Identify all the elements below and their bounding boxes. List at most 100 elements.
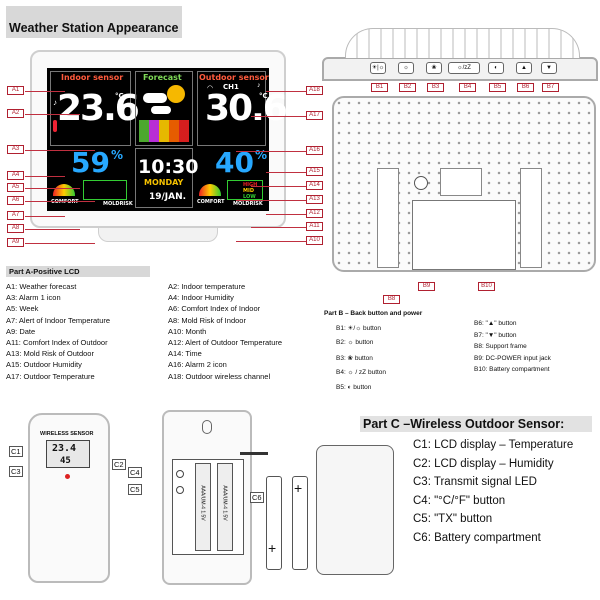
battery-label-2: AAA/UM-4 1.5V xyxy=(221,485,228,521)
date-display: 19/JAN. xyxy=(149,192,187,202)
battery-label-1: AAA/UM-4 1.5V xyxy=(199,485,206,521)
callout-a2: A2 xyxy=(7,109,24,118)
callout-line xyxy=(25,150,95,151)
part-a-heading: Part A-Positive LCD xyxy=(6,266,150,277)
loose-battery-2 xyxy=(292,476,308,570)
callout-a9: A9 xyxy=(7,238,24,247)
top-button-b6[interactable]: ▲ xyxy=(516,62,532,74)
callout-c3: C3 xyxy=(9,466,23,477)
part-a-item: A4: Indoor Humidity xyxy=(168,293,234,303)
indoor-comfort-gauge xyxy=(53,184,75,196)
stand-tab xyxy=(440,168,482,196)
callout-a4: A4 xyxy=(7,171,24,180)
sensor-label: WIRELESS SENSOR xyxy=(40,431,94,437)
part-a-item: A17: Outdoor Temperature xyxy=(6,371,95,381)
part-b-item: B8: Support frame xyxy=(474,343,527,350)
outdoor-comfort-label: COMFORT xyxy=(197,199,225,205)
callout-line xyxy=(25,201,95,202)
callout-b7: B7 xyxy=(542,83,559,92)
part-a-item: A11: Comfort Index of Outdoor xyxy=(6,338,108,348)
battery-cell-1 xyxy=(195,463,211,551)
callout-c1: C1 xyxy=(9,446,23,457)
callout-a13: A13 xyxy=(306,195,323,204)
callout-line xyxy=(266,214,306,215)
insert-arrow-icon xyxy=(240,452,268,455)
indoor-panel xyxy=(50,71,131,146)
part-b-item: B7: "▼" button xyxy=(474,331,517,339)
callout-a15: A15 xyxy=(306,167,323,176)
callout-a7: A7 xyxy=(7,211,24,220)
part-b-item: B10: Battery compartment xyxy=(474,366,550,373)
callout-a14: A14 xyxy=(306,181,323,190)
top-button-b3[interactable]: ❀ xyxy=(426,62,442,74)
part-a-item: A5: Week xyxy=(6,304,39,314)
callout-a8: A8 xyxy=(7,224,24,233)
callout-b10: B10 xyxy=(478,282,495,291)
outdoor-mold-box xyxy=(227,180,263,200)
part-a-item: A18: Outdoor wireless channel xyxy=(168,371,271,381)
top-button-b4[interactable]: ☼/zZ xyxy=(448,62,480,74)
callout-b9: B9 xyxy=(418,282,435,291)
indoor-humidity-unit: % xyxy=(111,148,124,162)
callout-line xyxy=(266,91,306,92)
indoor-temperature: 23.6 xyxy=(57,88,140,129)
callout-line xyxy=(25,229,80,230)
support-frame-left xyxy=(377,168,399,268)
part-c-item: C6: Battery compartment xyxy=(413,531,541,544)
callout-line xyxy=(25,243,95,244)
callout-a17: A17 xyxy=(306,111,323,120)
battery-cell-2 xyxy=(217,463,233,551)
top-button-b5[interactable]: ◐ xyxy=(488,62,504,74)
battery-cover xyxy=(316,445,394,575)
callout-a18: A18 xyxy=(306,86,323,95)
callout-line xyxy=(25,216,65,217)
part-a-item: A9: Date xyxy=(6,326,36,336)
top-button-b1[interactable]: ☀|☼ xyxy=(370,62,386,74)
device-top-shell xyxy=(345,28,580,58)
unit-button xyxy=(176,470,184,478)
part-a-item: A3: Alarm 1 icon xyxy=(6,293,61,303)
callout-b1: B1 xyxy=(371,83,388,92)
part-c-item: C1: LCD display – Temperature xyxy=(413,439,574,451)
weekday-display: MONDAY xyxy=(144,178,184,187)
outdoor-comfort-gauge xyxy=(199,184,221,196)
callout-line xyxy=(25,176,65,177)
top-button-b2[interactable]: ☼ xyxy=(398,62,414,74)
callout-c5: C5 xyxy=(128,484,142,495)
indoor-comfort-label: COMFORT xyxy=(51,199,79,205)
outdoor-sensor-label: Outdoor sensor xyxy=(199,73,269,82)
callout-b2: B2 xyxy=(399,83,416,92)
part-a-item: A14: Time xyxy=(168,349,202,359)
battery-plus-icon-1: + xyxy=(268,540,277,556)
part-b-item: B4: ☼ / zZ button xyxy=(336,369,387,376)
indoor-sensor-label: Indoor sensor xyxy=(61,73,124,82)
part-a-item: A13: Mold Risk of Outdoor xyxy=(6,349,94,359)
sensor-lcd xyxy=(46,440,90,468)
lcd-screen: Indoor sensor 23.6 °C ♪ Forecast Outdoor… xyxy=(47,68,288,211)
tx-button xyxy=(176,486,184,494)
device-front-stand xyxy=(98,228,218,242)
sensor-front-body xyxy=(28,413,110,583)
callout-line xyxy=(25,91,65,92)
forecast-bars-icon xyxy=(139,120,189,142)
callout-a16: A16 xyxy=(306,146,323,155)
outdoor-panel xyxy=(197,71,266,146)
signal-icon: ◠ xyxy=(207,85,214,92)
callout-a10: A10 xyxy=(306,236,323,245)
callout-a5: A5 xyxy=(7,183,24,192)
part-b-heading: Part B – Back button and power xyxy=(324,310,423,317)
part-c-item: C4: "°C/°F" button xyxy=(413,494,506,507)
callout-c6: C6 xyxy=(250,492,264,503)
indoor-temp-unit: °C xyxy=(115,92,124,100)
callout-b6: B6 xyxy=(517,83,534,92)
alarm-1-icon: ♪ xyxy=(53,98,57,107)
alarm-2-icon: ♪ xyxy=(257,82,261,89)
sensor-temp: 23.4 xyxy=(52,443,77,454)
callout-a3: A3 xyxy=(7,145,24,154)
clock-panel xyxy=(135,148,193,208)
top-button-b7[interactable]: ▼ xyxy=(541,62,557,74)
part-b-item: B2: ☼ button xyxy=(336,339,374,346)
part-a-item: A1: Weather forecast xyxy=(6,282,77,291)
part-a-item: A10: Month xyxy=(168,326,207,336)
callout-line xyxy=(236,200,306,201)
